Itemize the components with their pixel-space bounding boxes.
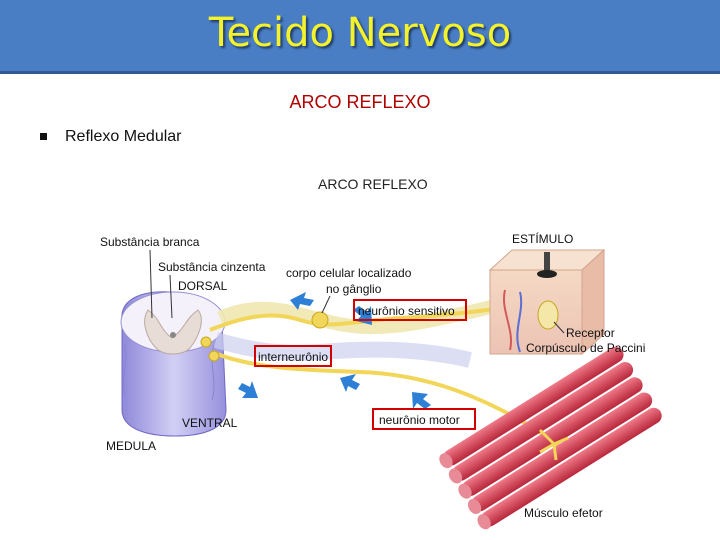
label-cell-body-1: corpo celular localizado: [286, 266, 412, 280]
label-sensory-neuron: neurônio sensitivo: [358, 304, 455, 318]
arrow-icon: [412, 392, 431, 409]
square-bullet-icon: [40, 133, 47, 141]
interneuron-cell-body: [208, 350, 220, 362]
title-bar: Tecido Nervoso: [0, 0, 720, 74]
diagram-heading: ARCO REFLEXO: [318, 176, 428, 192]
label-ventral: VENTRAL: [182, 416, 238, 430]
label-medulla: MEDULA: [106, 439, 156, 453]
label-dorsal: DORSAL: [178, 279, 228, 293]
label-receptor: Receptor: [566, 326, 615, 340]
bullet-text: Reflexo Medular: [65, 128, 182, 145]
arrow-icon: [238, 381, 258, 398]
label-white-matter: Substância branca: [100, 235, 200, 249]
label-cell-body-2: no gânglio: [326, 282, 382, 296]
label-interneuron: interneurônio: [258, 350, 328, 364]
bullet-item: Reflexo Medular: [40, 128, 182, 146]
label-motor-neuron: neurônio motor: [379, 413, 460, 427]
label-effector: Músculo efetor: [524, 506, 603, 520]
highlight-box-motor: [372, 408, 476, 430]
label-pacinian: Corpúsculo de Paccini: [526, 341, 645, 355]
ganglion-cell-body: [311, 311, 329, 329]
spinal-cord: [120, 291, 227, 437]
arrow-icon: [290, 292, 314, 310]
effector-muscle: [439, 346, 662, 530]
arrow-icon: [340, 374, 360, 392]
motor-cell-body: [200, 336, 212, 348]
slide-subtitle: ARCO REFLEXO: [289, 92, 431, 112]
signal-arrows: [238, 292, 431, 409]
label-stimulus: ESTÍMULO: [512, 231, 573, 246]
highlight-box-sensory: [353, 299, 467, 321]
skin-block: [488, 248, 606, 356]
highlight-box-interneuron: [254, 345, 332, 367]
label-grey-matter: Substância cinzenta: [158, 260, 266, 274]
slide-title: Tecido Nervoso: [208, 10, 512, 56]
